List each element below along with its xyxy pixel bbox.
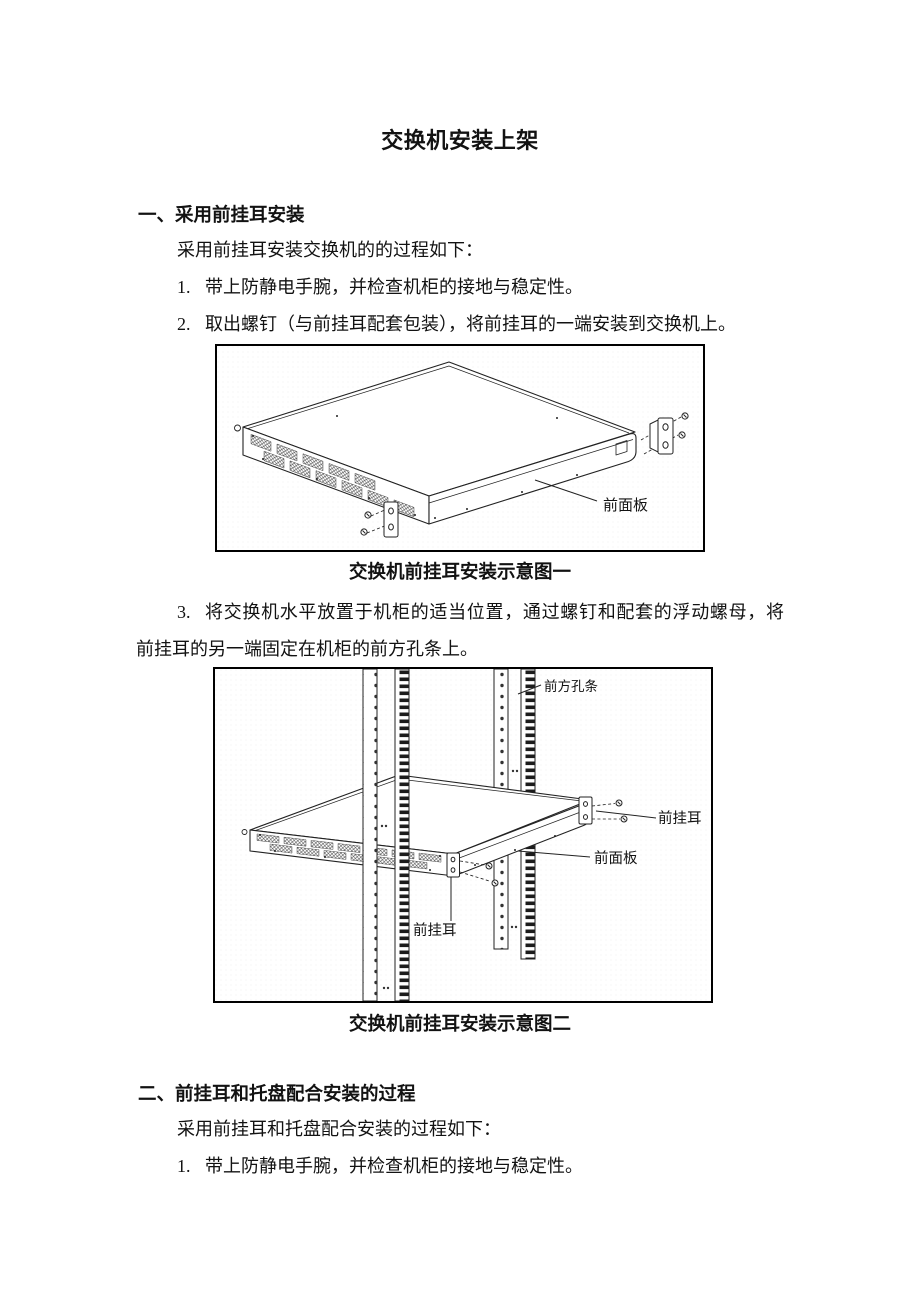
- screw-icon: [620, 815, 628, 823]
- screw-icon: [678, 431, 686, 439]
- assembly-dash-line: [370, 508, 388, 517]
- label-leader-line: [517, 850, 591, 858]
- step-item: 1. 带上防静电手腕，并检查机柜的接地与稳定性。: [177, 276, 583, 299]
- figure2-frame: 前方孔条 前挂耳 前面板 前挂耳: [213, 667, 713, 1003]
- section1-heading: 一、采用前挂耳安装: [138, 206, 305, 226]
- screw-icon: [681, 412, 689, 420]
- front-hole-bar-label: 前方孔条: [544, 678, 598, 694]
- ground-lug: [234, 424, 241, 432]
- section2-heading: 二、前挂耳和托盘配合安装的过程: [138, 1085, 416, 1105]
- assembly-dash-line: [459, 860, 486, 866]
- screw-icon: [615, 799, 623, 807]
- section1-intro: 采用前挂耳安装交换机的的过程如下：: [177, 240, 483, 260]
- panel-screw-dots: [252, 415, 578, 519]
- screw-icon: [485, 862, 493, 870]
- mounting-ear-front: [446, 852, 492, 882]
- figure1-caption: 交换机前挂耳安装示意图一: [348, 563, 571, 583]
- step-text: 带上防静电手腕，并检查机柜的接地与稳定性。: [205, 277, 583, 297]
- panel-screw-dots: [259, 834, 556, 871]
- step-number: 1.: [177, 1156, 191, 1176]
- front-ear-right-label: 前挂耳: [658, 810, 702, 827]
- figure1-frame: 前面板: [215, 344, 705, 552]
- label-leader-line: [517, 684, 542, 695]
- front-ear-bottom-label: 前挂耳: [413, 922, 457, 939]
- step-number: 1.: [177, 277, 191, 297]
- rack-post-left: [362, 669, 410, 1001]
- step-number: 3.: [177, 602, 191, 622]
- assembly-dash-line: [591, 803, 616, 807]
- step-text: 带上防静电手腕，并检查机柜的接地与稳定性。: [205, 1156, 583, 1176]
- front-panel-face: [428, 433, 637, 525]
- figure2-caption: 交换机前挂耳安装示意图二: [348, 1015, 571, 1035]
- step-text: 取出螺钉（与前挂耳配套包装），将前挂耳的一端安装到交换机上。: [205, 314, 736, 334]
- figure1-diagram: 前面板: [217, 346, 703, 550]
- label-leader-line: [595, 810, 657, 819]
- front-panel-label: 前面板: [594, 849, 638, 867]
- step-item: 3. 将交换机水平放置于机柜的适当位置，通过螺钉和配套的浮动螺母，将: [177, 601, 785, 624]
- step-text-continued: 前挂耳的另一端固定在机柜的前方孔条上。: [136, 639, 478, 659]
- screw-icon: [491, 879, 499, 887]
- screw-icon: [360, 528, 368, 536]
- screw-icon: [364, 511, 372, 519]
- front-panel-label: 前面板: [603, 496, 648, 514]
- page-title: 交换机安装上架: [381, 128, 539, 153]
- figure2-diagram: 前方孔条 前挂耳 前面板 前挂耳: [215, 669, 711, 1001]
- step-item: 2. 取出螺钉（与前挂耳配套包装），将前挂耳的一端安装到交换机上。: [177, 313, 736, 336]
- step-item: 1. 带上防静电手腕，并检查机柜的接地与稳定性。: [177, 1155, 583, 1178]
- mounting-ear-right: [578, 796, 620, 825]
- ground-lug: [241, 829, 248, 835]
- vent-grid: [250, 433, 415, 518]
- mounting-ear-right: [640, 416, 682, 455]
- step-text: 将交换机水平放置于机柜的适当位置，通过螺钉和配套的浮动螺母，将: [205, 602, 785, 622]
- label-leader-line: [534, 479, 598, 502]
- assembly-dash-line: [459, 871, 492, 882]
- section2-intro: 采用前挂耳和托盘配合安装的过程如下：: [177, 1119, 501, 1139]
- mounting-ear-left: [366, 501, 399, 538]
- step-number: 2.: [177, 314, 191, 334]
